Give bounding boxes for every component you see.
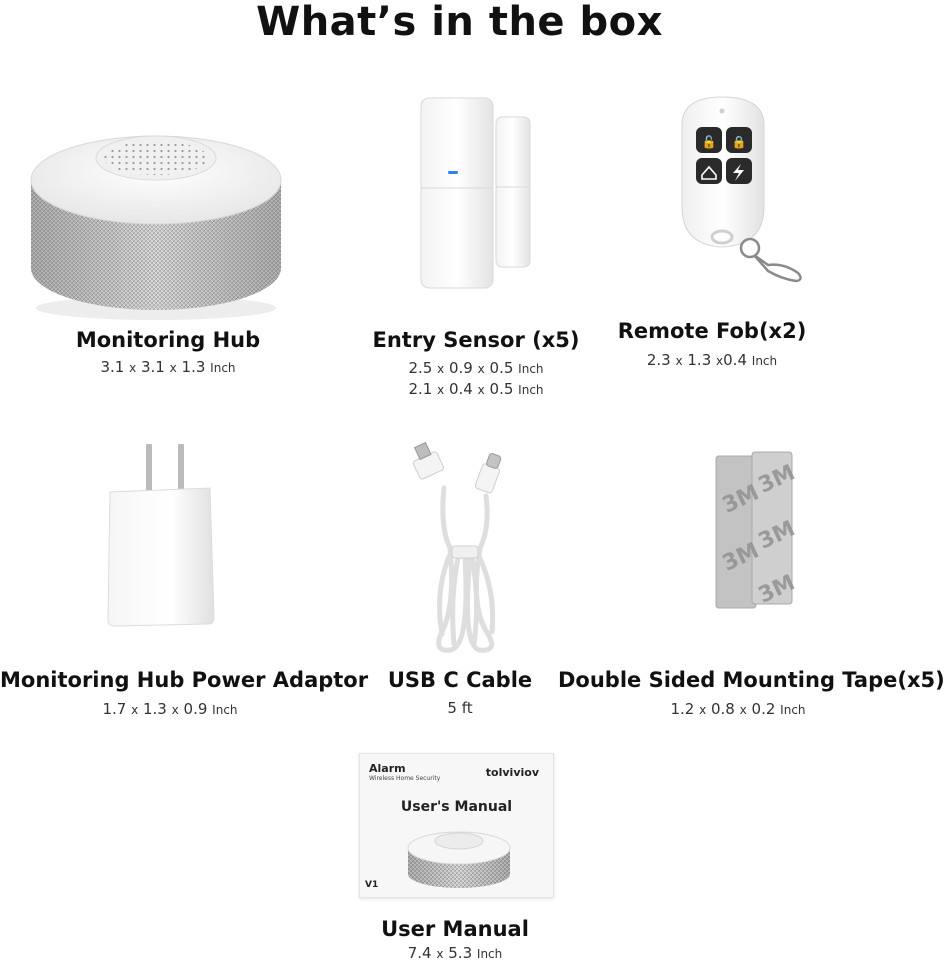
manual-hub-picture bbox=[407, 831, 511, 888]
user-manual-image: Alarm Wireless Home Security tolviviov U… bbox=[359, 753, 554, 898]
item-name-monitoring-hub: Monitoring Hub bbox=[75, 328, 261, 352]
item-length-usb-c-cable: 5 ft bbox=[447, 699, 473, 717]
item-dims-monitoring-hub: 3.1 x 3.1 x 1.3 Inch bbox=[100, 358, 236, 376]
mounting-tape-image: 3M 3M 3M 3M 3M bbox=[715, 451, 799, 609]
item-dims-remote-fob: 2.3 x 1.3 x0.4 Inch bbox=[646, 351, 778, 369]
manual-subheading: Wireless Home Security bbox=[369, 775, 441, 782]
page-title: What’s in the box bbox=[256, 0, 663, 45]
usb-c-cable-image bbox=[412, 441, 502, 653]
svg-text:🔓: 🔓 bbox=[702, 135, 717, 149]
item-name-user-manual: User Manual bbox=[381, 917, 529, 941]
manual-version: V1 bbox=[365, 880, 379, 890]
manual-title: User's Manual bbox=[400, 799, 513, 815]
item-name-entry-sensor: Entry Sensor (x5) bbox=[372, 328, 580, 352]
remote-fob-image: 🔓 🔒 bbox=[681, 96, 802, 283]
monitoring-hub-image bbox=[30, 135, 282, 320]
item-name-mounting-tape: Double Sided Mounting Tape(x5) bbox=[558, 668, 945, 692]
svg-text:🔒: 🔒 bbox=[732, 135, 747, 149]
manual-brand: tolviviov bbox=[485, 766, 539, 779]
item-dims-mounting-tape: 1.2 x 0.8 x 0.2 Inch bbox=[670, 700, 806, 718]
item-dims-entry-sensor-1: 2.5 x 0.9 x 0.5 Inch bbox=[408, 359, 544, 377]
item-name-usb-c-cable: USB C Cable bbox=[387, 668, 533, 692]
item-dims-power-adaptor: 1.7 x 1.3 x 0.9 Inch bbox=[102, 700, 238, 718]
item-dims-user-manual: 7.4 x 5.3 Inch bbox=[407, 944, 503, 962]
power-adaptor-image bbox=[107, 444, 215, 627]
manual-heading: Alarm bbox=[369, 762, 406, 775]
item-dims-entry-sensor-2: 2.1 x 0.4 x 0.5 Inch bbox=[408, 380, 544, 398]
item-name-power-adaptor: Monitoring Hub Power Adaptor bbox=[0, 668, 369, 692]
entry-sensor-image bbox=[420, 97, 531, 289]
item-name-remote-fob: Remote Fob(x2) bbox=[617, 319, 807, 343]
